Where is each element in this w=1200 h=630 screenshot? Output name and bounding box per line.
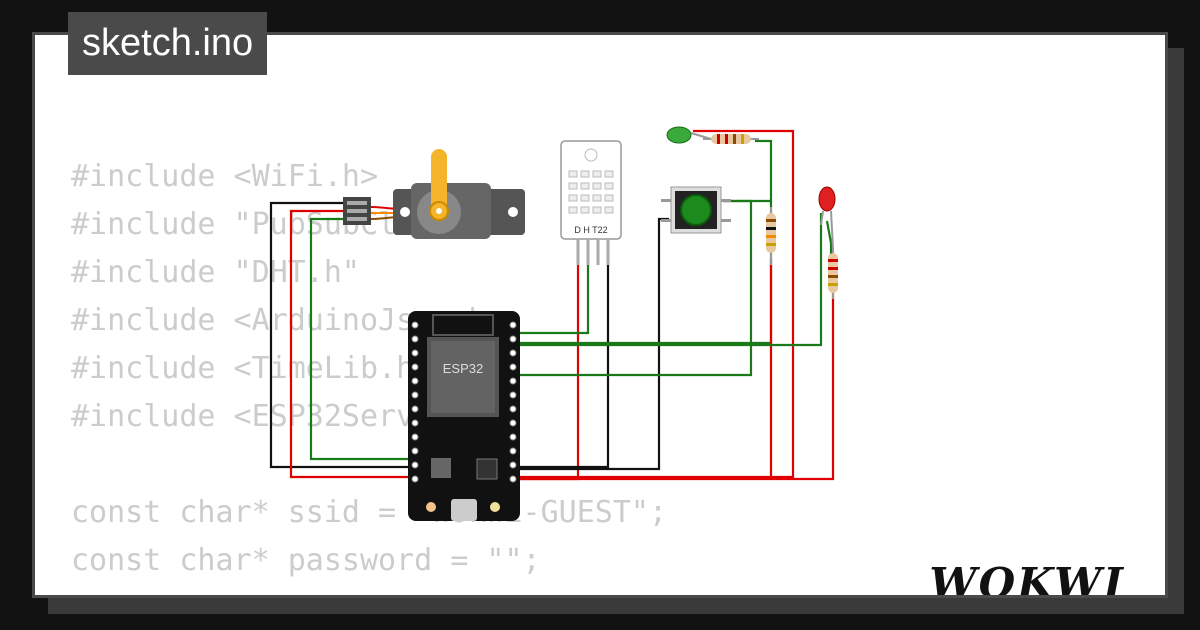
code-line: const char* password = ""; bbox=[71, 543, 541, 578]
wire-dht-gnd bbox=[515, 261, 610, 469]
code-line: #include <TimeLib.h> bbox=[71, 351, 433, 386]
red-led bbox=[818, 186, 836, 250]
wire-led-red-signal bbox=[515, 213, 823, 347]
sketch-title: sketch.ino bbox=[68, 12, 268, 75]
wire-led-green-signal bbox=[723, 139, 773, 203]
code-line: #include "DHT.h" bbox=[71, 255, 360, 290]
wire-dht-data bbox=[515, 261, 590, 335]
dht22-sensor: D H T22 bbox=[560, 140, 622, 265]
wire-servo-vcc bbox=[289, 209, 413, 479]
resistor-red-led bbox=[828, 249, 838, 299]
code-line: const char* ssid = "Wokwi-GUEST"; bbox=[71, 495, 668, 530]
wire-led-green-signal-2 bbox=[515, 201, 773, 345]
circuit-diagram: ESP32 bbox=[269, 126, 838, 521]
code-line: #include <WiFi.h> bbox=[71, 159, 379, 194]
wire-servo-gnd bbox=[269, 201, 413, 469]
resistor-button bbox=[766, 207, 776, 265]
esp32-board: ESP32 bbox=[408, 311, 520, 521]
project-preview-card[interactable]: #include <WiFi.h>#include "PubSubClient.… bbox=[32, 32, 1168, 598]
servo-motor bbox=[343, 149, 525, 239]
code-line: const char* mqttServer = "54.78.154.182"… bbox=[71, 585, 812, 595]
sensor-label: D H T22 bbox=[574, 225, 607, 235]
wire-servo-signal bbox=[309, 217, 413, 461]
wire-led-red-gnd bbox=[515, 288, 835, 481]
resistor-green-led bbox=[703, 134, 759, 144]
green-led bbox=[666, 126, 712, 144]
wokwi-logo[interactable]: WOKWI bbox=[929, 559, 1125, 598]
wire-led-green-vcc bbox=[515, 129, 795, 479]
board-label: ESP32 bbox=[443, 361, 483, 376]
pushbutton bbox=[661, 186, 731, 234]
wire-dht-vcc bbox=[515, 261, 580, 481]
wire-led-red-2 bbox=[825, 220, 833, 259]
